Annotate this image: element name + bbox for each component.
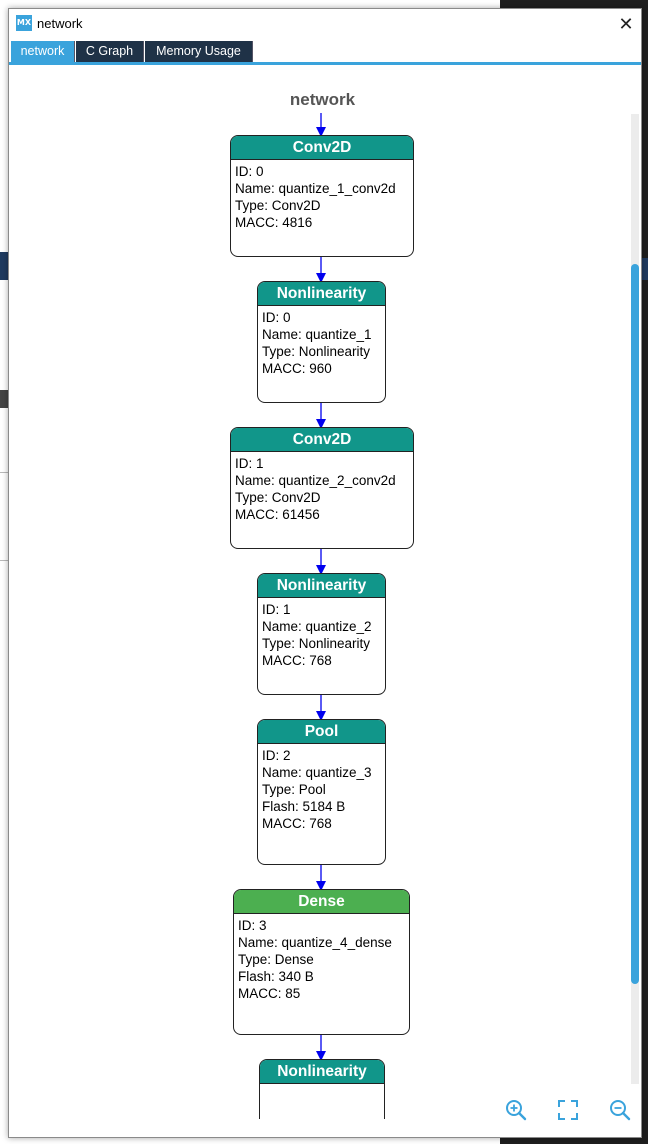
graph-node-nonlinearity-2[interactable]: Nonlinearity (259, 1059, 385, 1119)
graph-node-pool[interactable]: Pool ID: 2 Name: quantize_3 Type: Pool F… (257, 719, 386, 865)
dialog-title: network (37, 16, 83, 31)
close-button[interactable]: ✕ (618, 14, 634, 34)
tab-c-graph[interactable]: C Graph (76, 41, 144, 62)
node-field-flash: Flash: 340 B (238, 969, 314, 984)
node-field-type: Type: Pool (262, 782, 326, 797)
scrollbar-thumb[interactable] (631, 264, 639, 984)
node-header: Nonlinearity (260, 1060, 384, 1084)
node-header: Nonlinearity (258, 574, 385, 598)
app-logo-icon: MX (16, 15, 32, 31)
node-field-name: Name: quantize_2_conv2d (235, 473, 396, 488)
fit-to-screen-button[interactable] (555, 1097, 581, 1123)
node-field-type: Type: Conv2D (235, 490, 321, 505)
node-field-type: Type: Nonlinearity (262, 344, 371, 359)
node-body: ID: 1 Name: quantize_2 Type: Nonlinearit… (258, 598, 385, 669)
tab-memory-usage[interactable]: Memory Usage (145, 41, 253, 62)
node-field-macc: MACC: 768 (262, 816, 332, 831)
tab-network[interactable]: network (11, 41, 75, 62)
background-divider (0, 472, 8, 473)
node-field-flash: Flash: 5184 B (262, 799, 346, 814)
graph-node-conv2d-1[interactable]: Conv2D ID: 1 Name: quantize_2_conv2d Typ… (230, 427, 414, 549)
node-field-name: Name: quantize_3 (262, 765, 372, 780)
zoom-in-button[interactable] (503, 1097, 529, 1123)
graph-edges (316, 113, 326, 1061)
dialog-titlebar: MX network ✕ (9, 9, 641, 39)
fit-to-screen-icon (558, 1100, 578, 1120)
graph-canvas[interactable]: network Conv2D ID: 0 Name: quantize_1_co… (10, 68, 635, 1134)
node-field-type: Type: Nonlinearity (262, 636, 371, 651)
node-field-type: Type: Dense (238, 952, 314, 967)
node-header: Pool (258, 720, 385, 744)
node-body: ID: 0 Name: quantize_1 Type: Nonlinearit… (258, 306, 385, 377)
zoom-out-button[interactable] (607, 1097, 633, 1123)
node-field-macc: MACC: 85 (238, 986, 301, 1001)
node-field-id: ID: 0 (235, 164, 264, 179)
graph-title: network (289, 90, 356, 109)
node-header: Dense (234, 890, 409, 914)
node-field-macc: MACC: 4816 (235, 215, 313, 230)
node-field-id: ID: 0 (262, 310, 291, 325)
network-graph-dialog: MX network ✕ network C Graph Memory Usag… (8, 8, 642, 1138)
node-field-id: ID: 1 (262, 602, 291, 617)
node-field-name: Name: quantize_1 (262, 327, 372, 342)
node-field-macc: MACC: 61456 (235, 507, 320, 522)
node-field-type: Type: Conv2D (235, 198, 321, 213)
node-field-id: ID: 1 (235, 456, 264, 471)
node-body: ID: 1 Name: quantize_2_conv2d Type: Conv… (231, 452, 413, 523)
node-header: Conv2D (231, 136, 413, 160)
node-field-name: Name: quantize_1_conv2d (235, 181, 396, 196)
background-tab-strip (0, 390, 8, 408)
zoom-in-icon (506, 1100, 527, 1121)
node-header: Conv2D (231, 428, 413, 452)
graph-node-nonlinearity-0[interactable]: Nonlinearity ID: 0 Name: quantize_1 Type… (257, 281, 386, 403)
graph-node-dense[interactable]: Dense ID: 3 Name: quantize_4_dense Type:… (233, 889, 410, 1035)
node-field-name: Name: quantize_4_dense (238, 935, 392, 950)
zoom-out-icon (610, 1100, 631, 1121)
node-body: ID: 3 Name: quantize_4_dense Type: Dense… (234, 914, 409, 1002)
node-body: ID: 2 Name: quantize_3 Type: Pool Flash:… (258, 744, 385, 832)
node-header: Nonlinearity (258, 282, 385, 306)
node-field-macc: MACC: 960 (262, 361, 332, 376)
node-field-macc: MACC: 768 (262, 653, 332, 668)
background-right-strip (640, 258, 648, 280)
node-field-name: Name: quantize_2 (262, 619, 372, 634)
tab-bar: network C Graph Memory Usage (9, 41, 641, 65)
background-divider (0, 560, 8, 561)
graph-node-nonlinearity-1[interactable]: Nonlinearity ID: 1 Name: quantize_2 Type… (257, 573, 386, 695)
graph-node-conv2d-0[interactable]: Conv2D ID: 0 Name: quantize_1_conv2d Typ… (230, 135, 414, 257)
node-field-id: ID: 3 (238, 918, 267, 933)
node-field-id: ID: 2 (262, 748, 291, 763)
background-header-strip (0, 252, 8, 280)
node-body: ID: 0 Name: quantize_1_conv2d Type: Conv… (231, 160, 413, 231)
vertical-scrollbar[interactable] (631, 114, 639, 1084)
